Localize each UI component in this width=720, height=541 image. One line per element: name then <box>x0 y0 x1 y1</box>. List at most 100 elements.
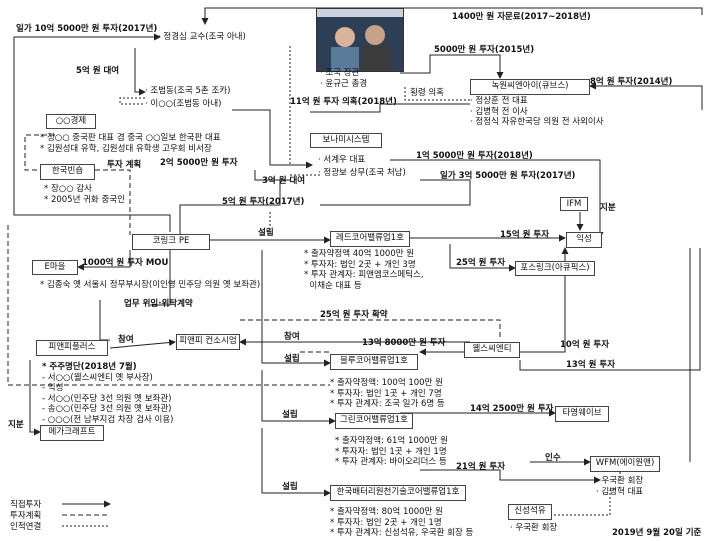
edge-label-setup-blue: 설립 <box>284 354 300 364</box>
box-battery: 한국배터리원천기술코어밸류업1호 <box>330 485 466 501</box>
pnpp-notes: * 주주명단(2018년 7월) - 서○○(웰스씨엔티 옛 부사장) - 익성… <box>42 362 174 425</box>
edge-stake-mega <box>29 360 41 436</box>
wfm-person: · 김병혁 대표 <box>596 486 644 497</box>
edge-label-join-pnp: 참여 <box>118 335 134 345</box>
edge-8b-2014 <box>589 82 703 110</box>
edge-50m-2015 <box>400 54 504 79</box>
edge-25b <box>449 244 516 272</box>
edge-label-8b: 8억 원 투자(2014년) <box>590 77 673 87</box>
edge-setup-blue <box>261 250 331 367</box>
edge-setup-battery <box>261 428 331 497</box>
wfm-person: · 우국환 회장 <box>596 476 644 486</box>
pnpp-note: - 서○○(웰스씨엔티 옛 부사장) <box>42 372 153 383</box>
box-pnp-consortium: 피앤피 컨소시엄 <box>176 334 240 350</box>
edge-loan-5b <box>134 48 146 96</box>
redcore-note: * 투자 관계자: 피앤엠코스메틱스, <box>304 270 424 280</box>
person-seo: · 서계우 대표 <box>318 155 366 165</box>
person-cho-minister: · 조국 장관 <box>320 68 360 78</box>
green-notes: * 출자약정액: 61억 1000만 원 * 투자자: 법인 1곳 + 개인 1… <box>335 436 448 468</box>
edge-join-pnp <box>109 339 176 349</box>
edge-label-setup-green: 설립 <box>282 410 298 420</box>
edge-5b-2017 <box>179 180 281 234</box>
edge-label-13b: 13억 원 투자 <box>566 360 616 370</box>
redcore-note: * 투자자: 법인 2곳 + 개인 3명 <box>304 259 416 270</box>
edge-label-ifm-stake: 지분 <box>600 203 616 213</box>
pnpp-note: - 익성 <box>42 383 64 393</box>
edge-label-setup-redcore: 설립 <box>258 228 274 238</box>
box-pnp-plus: 피앤피플러스 <box>36 340 108 356</box>
box-wfm: WFM(에이원앤) <box>590 456 660 472</box>
box-ifm: IFM <box>560 197 588 211</box>
redcore-notes: * 출자약정액 40억 1000만 원 * 투자자: 법인 2곳 + 개인 3명… <box>304 249 424 291</box>
legend-direct: 직접투자 <box>10 500 42 510</box>
edge-label-setup-battery: 설립 <box>282 482 298 492</box>
edge-250m <box>232 109 313 169</box>
edge-13b <box>519 248 701 371</box>
wfm-people: · 우국환 회장 · 김병혁 대표 <box>596 476 643 497</box>
box-cnbc: 한국빈숍 <box>40 164 95 180</box>
box-megacraft: 메가크래프트 <box>40 425 104 441</box>
edge-person-nokwon <box>404 87 470 101</box>
person-sinsung: · 우국환 회장 <box>510 523 558 533</box>
edge-label-5b-2017: 5억 원 투자(2017년) <box>222 197 305 207</box>
edge-21b <box>420 469 601 484</box>
edge-label-25b: 25억 원 투자 <box>456 258 506 268</box>
pnpp-note: * 주주명단(2018년 7월) <box>42 362 137 372</box>
pnpp-note: - 송○○(민주당 3선 의원 옛 보좌관) <box>42 404 172 414</box>
box-bluecore: 블루코어밸류업1호 <box>330 354 418 370</box>
box-emaul: E마을 <box>32 260 78 275</box>
edge-biz <box>99 300 110 341</box>
edge-person-sinsung <box>530 490 611 516</box>
edge-plan-loop <box>7 225 330 386</box>
press-note: * 김원성대 유학, 김원성대 유학생 고우회 비서장 <box>40 143 212 154</box>
edge-plan-press <box>24 134 55 171</box>
box-press: ○○경제 <box>46 114 96 129</box>
cnbc-note: * 2005년 귀화 중국인 <box>44 194 125 205</box>
edge-label-family-10b: 일가 10억 5000만 원 투자(2017년) <box>16 24 158 34</box>
edge-label-join-wells: 참여 <box>284 332 300 342</box>
box-redcore: 레드코어밸류업1호 <box>330 231 410 247</box>
box-taeyoung: 타영웨이브 <box>555 406 609 422</box>
pnpp-note: - ○○○(전 남부지검 차장 검사 이용) <box>42 414 174 425</box>
edge-setup-green <box>261 370 336 425</box>
blue-note: * 출자약정액: 100억 100만 원 <box>330 378 443 388</box>
person-lee-wife: · 이○○(조범동 아내) <box>145 99 222 109</box>
redcore-note: 이채순 대표 등 <box>309 280 362 291</box>
edge-11b-doubt <box>310 103 470 113</box>
photo-cho-and-yoon <box>316 8 404 72</box>
edge-coling-down <box>150 250 171 306</box>
edge-family-10b <box>13 33 171 232</box>
edge-10b <box>520 247 569 353</box>
edge-label-10b: 10억 원 투자 <box>560 340 610 350</box>
box-sinsung: 신성석유 <box>508 504 552 520</box>
edge-mou <box>77 250 131 271</box>
battery-note: * 투자 관계자: 신성석유, 우국환 회장 등 <box>330 528 474 538</box>
edge-label-acquire: 인수 <box>545 453 561 463</box>
person-jung: · 정경심 교수(조국 아내) <box>158 32 246 42</box>
edge-label-25b-pledge: 25억 원 투자 확약 <box>320 310 388 320</box>
edge-label-15b: 15억 원 투자 <box>500 230 550 240</box>
person-cho-bs: · 조범동(조국 5촌 조카) <box>145 86 231 96</box>
green-note: * 투자 관계자: 바이오리더스 등 <box>335 457 447 467</box>
edge-advisory-fee <box>201 7 703 25</box>
box-greencore: 그린코어밸류업1호 <box>335 413 413 429</box>
greeneco-person: · 김병혁 전 이사 <box>470 106 528 117</box>
green-note: * 출자약정액: 61억 1000만 원 <box>335 436 448 446</box>
pnpp-note: - 서○○(민주당 3선 의원 옛 보좌관) <box>42 393 172 404</box>
date-note: 2019년 9월 20일 기준 <box>612 528 702 538</box>
legend-plan: 투자계획 <box>10 511 42 521</box>
press-notes: * 정○○ 중국판 대표 겸 중국 ○○일보 한국판 대표 * 김원성대 유학,… <box>40 133 221 154</box>
blue-note: * 투자자: 법인 1곳 + 개인 7명 <box>330 388 442 399</box>
edge-label-11b: 11억 원 투자 의혹(2018년) <box>290 97 397 107</box>
cnbc-note: * 장○○ 감사 <box>44 184 92 194</box>
edge-label-250m: 2억 5000만 원 투자 <box>160 158 238 168</box>
cnbc-notes: * 장○○ 감사 * 2005년 귀화 중국인 <box>44 184 125 205</box>
greeneco-person: · 정정식 자유한국당 의원 전 사외이사 <box>470 117 604 127</box>
box-postlink: 포스링크(아큐픽스) <box>515 261 595 276</box>
edge-loan-3b <box>254 170 290 181</box>
edge-plan-25b <box>240 319 501 340</box>
edge-label-advisory-fee: 1400만 원 자문료(2017~2018년) <box>452 12 591 22</box>
green-note: * 투자자: 법인 1곳 + 개인 1명 <box>335 446 447 457</box>
edge-label-plan: 투자 계획 <box>107 160 142 170</box>
